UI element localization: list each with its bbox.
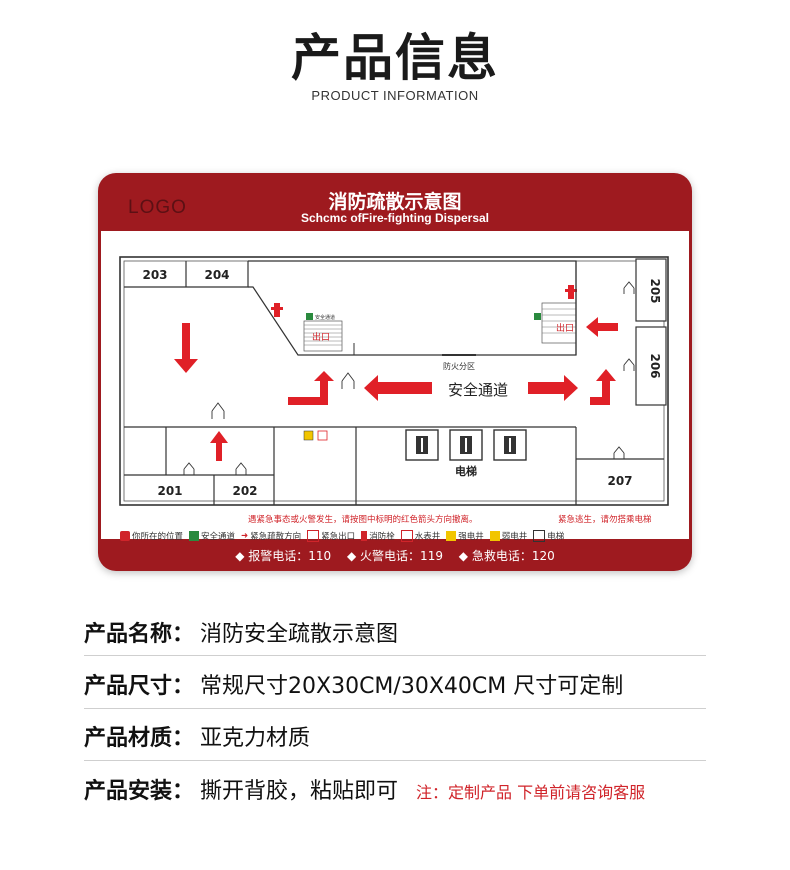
- info-value: 常规尺寸20X30CM/30X40CM 尺寸可定制: [200, 674, 624, 699]
- info-label: 产品材质：: [84, 726, 195, 751]
- strong-power-icon: [446, 531, 457, 541]
- info-row-install: 产品安装：撕开背胶，粘贴即可注：定制产品 下单前请咨询客服: [84, 773, 724, 805]
- info-label: 产品尺寸：: [84, 674, 195, 699]
- info-value: 亚克力材质: [200, 726, 311, 751]
- divider: [84, 760, 706, 761]
- evacuation-sign: LOGO 消防疏散示意图 Schcmc ofFire-fighting Disp…: [98, 173, 692, 571]
- page-title: 产品信息: [291, 29, 499, 87]
- legend-item-exit: 紧急出口: [307, 530, 355, 542]
- room-203-label: 203: [142, 268, 167, 282]
- divider: [84, 655, 706, 656]
- divider: [84, 708, 706, 709]
- warning-elevator: 紧急逃生，请勿搭乘电梯: [558, 515, 652, 525]
- corridor-label: 安全通道: [448, 381, 508, 399]
- page-subtitle: PRODUCT INFORMATION: [311, 88, 479, 103]
- phone-police: ◆ 报警电话：110: [235, 549, 332, 563]
- room-205-label: 205: [648, 278, 662, 303]
- emergency-phones: ◆ 报警电话：110 ◆ 火警电话：119 ◆ 急救电话：120: [98, 547, 692, 564]
- hydrant-right-icon: [565, 285, 577, 299]
- legend-item-you-are-here: 你所在的位置: [120, 530, 183, 542]
- plan-inner-outline: [123, 260, 665, 502]
- custom-order-note: 注：定制产品 下单前请咨询客服: [416, 783, 646, 802]
- svg-text:安全通道: 安全通道: [315, 314, 335, 321]
- info-row-name: 产品名称：消防安全疏散示意图: [84, 616, 724, 648]
- info-row-material: 产品材质：亚克力材质: [84, 720, 724, 752]
- room-206-label: 206: [648, 353, 662, 378]
- hydrant-icon: [361, 531, 368, 541]
- elevator-icon: [533, 530, 546, 542]
- svg-text:出口: 出口: [312, 331, 330, 343]
- strong-power-icon: [303, 430, 314, 441]
- water-meter-icon: [317, 430, 328, 441]
- elevator-icons: [405, 429, 527, 461]
- arrow-right-icon: ➜: [241, 531, 249, 541]
- legend-item-elevator: 电梯: [533, 530, 564, 542]
- legend-item-strong-power: 强电井: [446, 530, 484, 542]
- water-meter-icon: [400, 530, 413, 542]
- room-204-label: 204: [204, 268, 229, 282]
- legend-item-water-meter: 水表井: [400, 530, 440, 542]
- legend-item-evac-direction: ➜紧急疏散方向: [241, 531, 302, 542]
- legend-item-weak-power: 弱电井: [489, 530, 527, 542]
- stair-right-icon: 出口: [534, 302, 577, 344]
- plan-outline: [119, 256, 669, 506]
- info-value: 消防安全疏散示意图: [200, 622, 399, 647]
- fire-zone-label: 防火分区: [443, 361, 475, 371]
- phone-fire: ◆ 火警电话：119: [347, 549, 443, 563]
- floor-plan: 安全通道 出口 出口 205 206: [119, 256, 669, 506]
- room-207-label: 207: [607, 474, 632, 488]
- phone-ambulance: ◆ 急救电话：120: [458, 549, 555, 563]
- logo-placeholder: LOGO: [128, 197, 187, 218]
- warning-text: 遇紧急事态或火警发生，请按图中标明的红色箭头方向撤离。: [248, 515, 478, 525]
- legend-item-safe-exit: 安全通道: [189, 530, 235, 542]
- exit-door-icon: [307, 530, 320, 542]
- room-201-label: 201: [157, 484, 182, 498]
- weak-power-icon: [489, 531, 500, 541]
- info-value: 撕开背胶，粘贴即可: [200, 779, 399, 804]
- room-202-label: 202: [232, 484, 257, 498]
- hydrant-icon: [271, 303, 283, 317]
- info-row-size: 产品尺寸：常规尺寸20X30CM/30X40CM 尺寸可定制: [84, 668, 724, 700]
- svg-text:出口: 出口: [556, 322, 574, 334]
- legend-item-hydrant: 消防栓: [361, 530, 395, 542]
- sign-subtitle: Schcmc ofFire-fighting Dispersal: [300, 211, 490, 225]
- info-label: 产品名称：: [84, 622, 195, 647]
- evacuation-arrows: [174, 317, 618, 461]
- info-label: 产品安装：: [84, 779, 195, 804]
- legend: 你所在的位置 安全通道 ➜紧急疏散方向 紧急出口 消防栓 水表井 强电井 弱电井…: [120, 529, 680, 543]
- sign-title: 消防疏散示意图: [328, 191, 462, 213]
- you-are-here-icon: [120, 531, 130, 541]
- safe-exit-icon: [189, 531, 200, 541]
- stair-left-icon: 安全通道 出口: [303, 313, 343, 352]
- elevator-label: 电梯: [455, 464, 477, 478]
